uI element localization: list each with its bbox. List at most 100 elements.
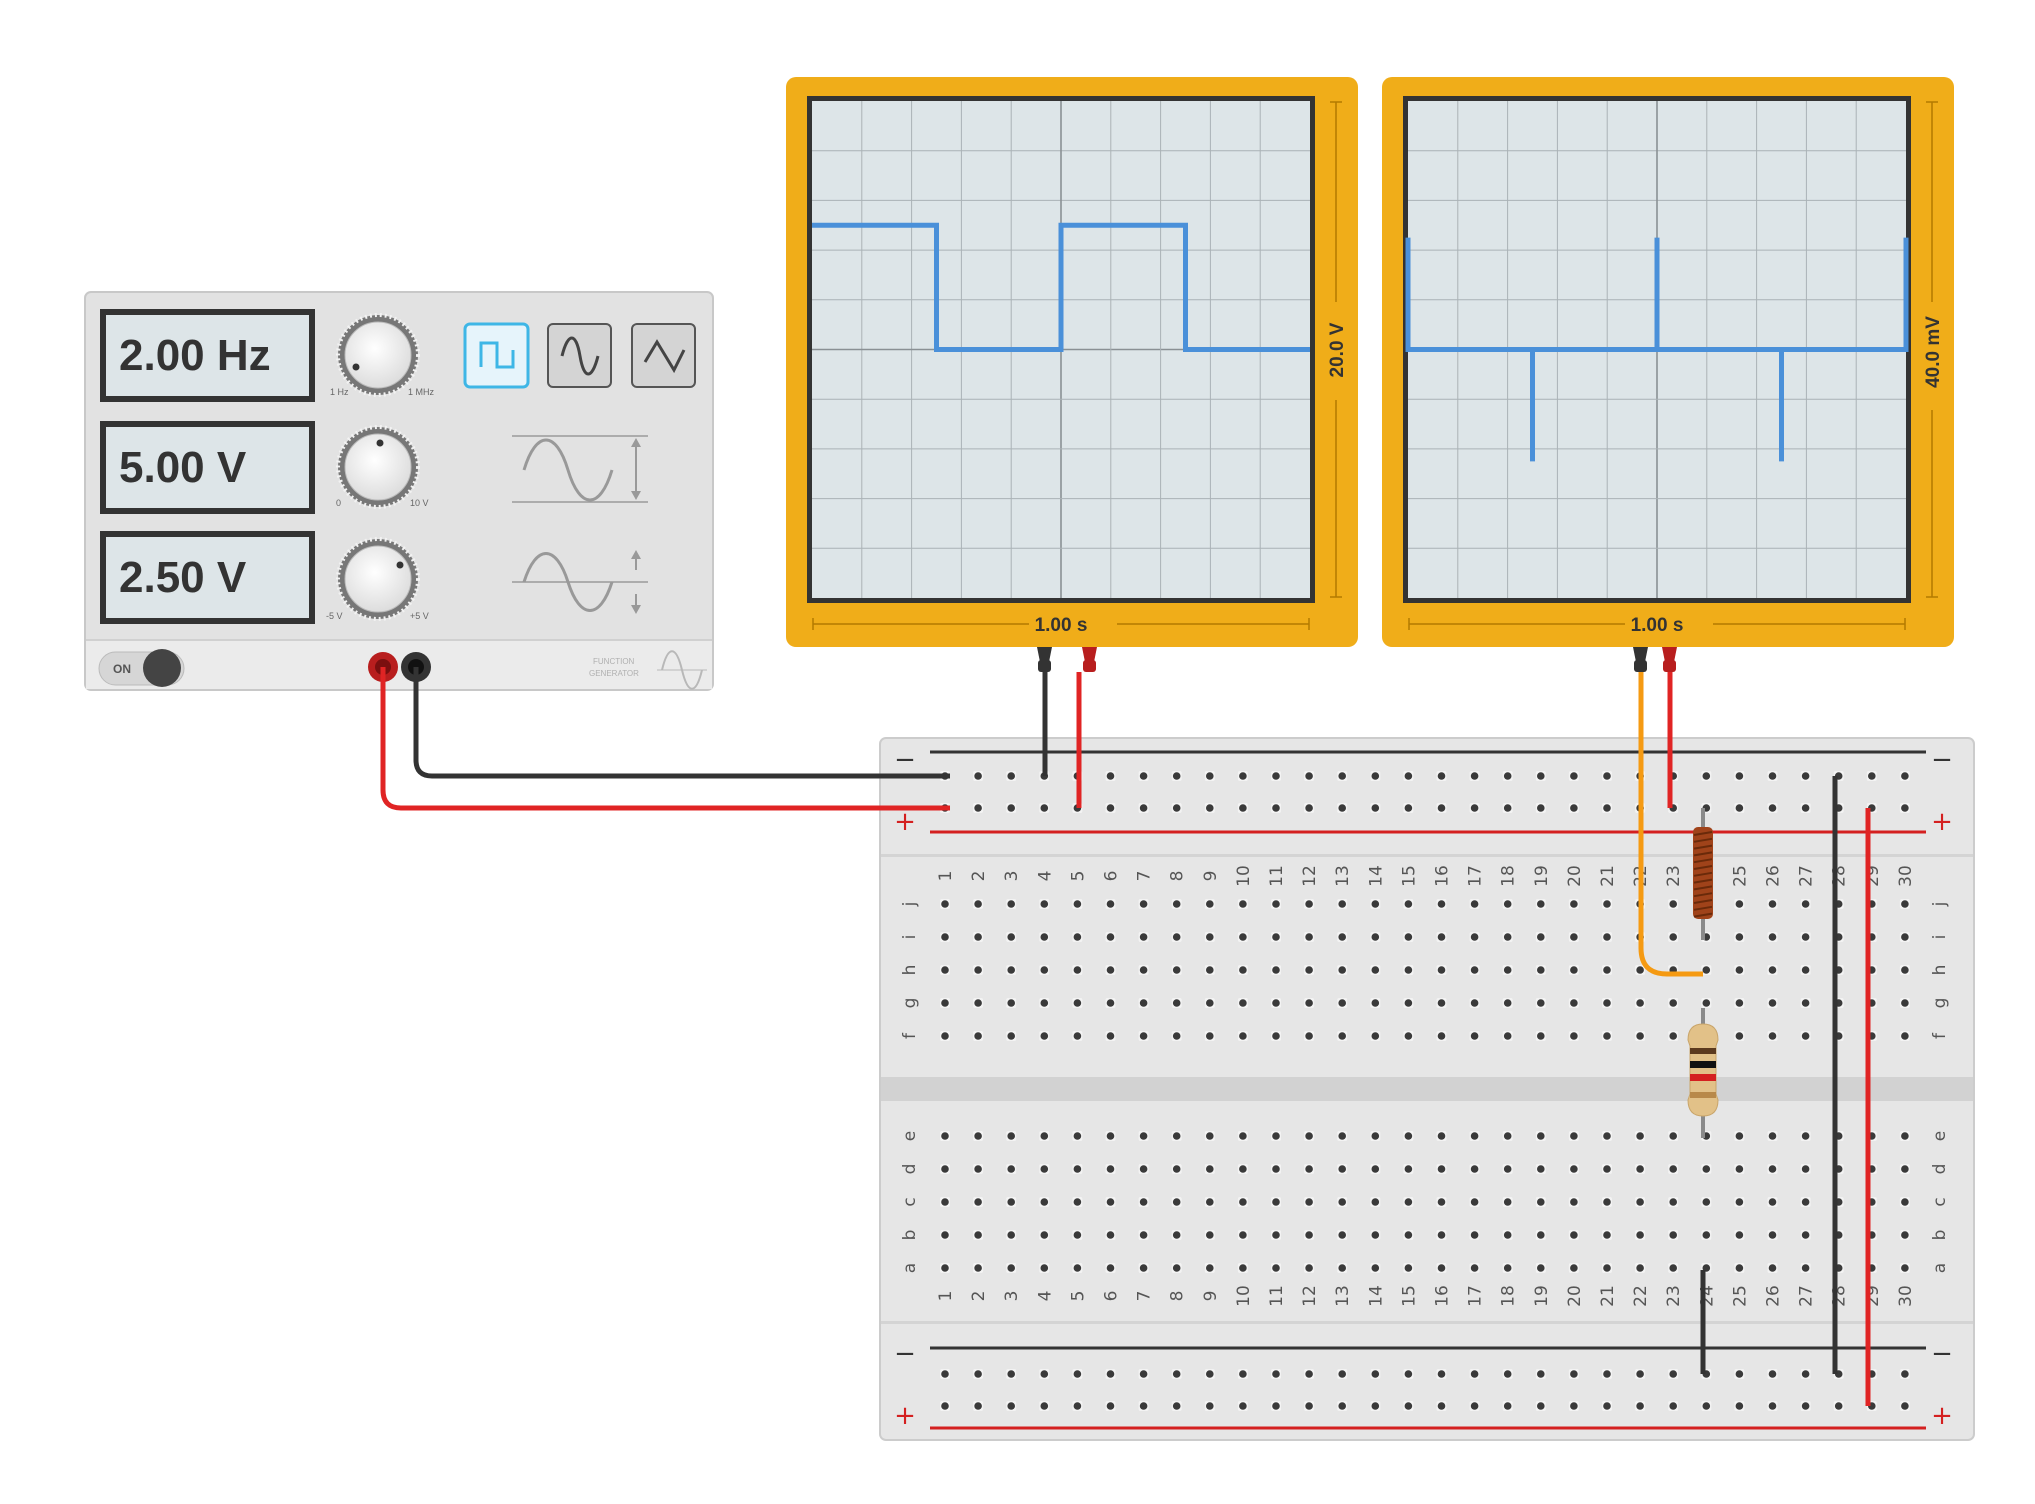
- breadboard-hole-contact: [1073, 900, 1082, 908]
- scope-2-red-probe[interactable]: [1662, 647, 1677, 672]
- column-number: 14: [1366, 1285, 1386, 1307]
- scope-2-black-probe[interactable]: [1633, 647, 1648, 672]
- triangle-wave-button[interactable]: [631, 323, 696, 388]
- generator-red-wire[interactable]: [380, 667, 950, 811]
- breadboard-hole-contact: [1272, 772, 1280, 780]
- column-number: 15: [1399, 865, 1419, 887]
- rail-plus-sign: +: [1931, 807, 1953, 837]
- breadboard-hole-contact: [1768, 1165, 1777, 1173]
- breadboard-hole-contact: [1040, 804, 1049, 812]
- frequency-value: 2.00 Hz: [119, 331, 271, 380]
- resistor[interactable]: [1687, 1008, 1719, 1138]
- column-number: 30: [1896, 1285, 1916, 1307]
- breadboard-hole-contact: [1603, 1402, 1611, 1410]
- breadboard-hole-contact: [1669, 1370, 1677, 1378]
- breadboard-hole-contact: [1537, 804, 1545, 812]
- breadboard-hole-contact: [1106, 966, 1115, 974]
- row-letter: g: [900, 998, 920, 1009]
- column-number: 13: [1333, 865, 1353, 887]
- frequency-knob[interactable]: 1 Hz 1 MHz: [330, 313, 435, 397]
- breadboard-hole-contact: [1172, 966, 1181, 974]
- breadboard-hole-contact: [941, 1264, 949, 1272]
- breadboard-hole-contact: [1139, 1132, 1148, 1140]
- breadboard-hole-contact: [1503, 804, 1512, 812]
- breadboard-hole-contact: [1570, 1032, 1578, 1040]
- breadboard-hole-contact: [1603, 999, 1611, 1007]
- breadboard-hole-contact: [1073, 1231, 1082, 1239]
- breadboard-hole-contact: [1636, 966, 1644, 974]
- brand-line-2: GENERATOR: [589, 669, 639, 678]
- breadboard-hole-contact: [1801, 1231, 1810, 1239]
- breadboard-hole-contact: [1305, 1198, 1313, 1206]
- breadboard-hole-contact: [1371, 933, 1380, 941]
- breadboard-hole-contact: [1503, 900, 1512, 908]
- sine-wave-button[interactable]: [547, 323, 612, 388]
- breadboard-hole-contact: [1139, 1264, 1148, 1272]
- breadboard-hole-contact: [1570, 933, 1578, 941]
- breadboard-hole-contact: [1901, 1402, 1909, 1410]
- column-number: 10: [1234, 865, 1254, 887]
- inductor[interactable]: [1693, 808, 1713, 940]
- breadboard-hole-contact: [1570, 1165, 1578, 1173]
- breadboard-hole-contact: [974, 1264, 982, 1272]
- breadboard-hole-contact: [1603, 1165, 1611, 1173]
- breadboard-hole-contact: [1206, 1132, 1214, 1140]
- breadboard-hole-contact: [1007, 1132, 1015, 1140]
- column-number: 1: [936, 871, 956, 882]
- breadboard-hole-contact: [1437, 966, 1446, 974]
- scope-2-orange-wire[interactable]: [1638, 672, 1703, 977]
- row-letter: d: [1930, 1164, 1950, 1175]
- coil-winding: [1693, 912, 1713, 918]
- breadboard-hole-contact: [1106, 1132, 1115, 1140]
- breadboard-hole-contact: [1073, 1198, 1082, 1206]
- breadboard-hole-contact: [1503, 1264, 1512, 1272]
- offset-knob[interactable]: -5 V +5 V: [326, 537, 429, 621]
- amplitude-knob-min-label: 0: [336, 498, 341, 508]
- breadboard-hole-contact: [1801, 999, 1810, 1007]
- breadboard-hole-contact: [1702, 999, 1711, 1007]
- breadboard-hole-contact: [1735, 1198, 1744, 1206]
- breadboard-hole-contact: [1834, 1402, 1843, 1410]
- breadboard-hole-contact: [1239, 999, 1247, 1007]
- breadboard-hole-contact: [1768, 772, 1777, 780]
- breadboard-hole-contact: [1139, 1198, 1148, 1206]
- scope-1-black-probe[interactable]: [1037, 647, 1052, 672]
- breadboard-hole-contact: [1404, 1402, 1413, 1410]
- breadboard-hole-contact: [1073, 933, 1082, 941]
- breadboard-hole-contact: [1139, 772, 1148, 780]
- breadboard-hole-contact: [1073, 999, 1082, 1007]
- row-letter: h: [1930, 965, 1950, 976]
- breadboard-hole-contact: [1437, 804, 1446, 812]
- breadboard-hole-contact: [1371, 772, 1380, 780]
- breadboard-hole-contact: [1040, 999, 1049, 1007]
- sine-wave-icon: [560, 336, 600, 376]
- breadboard-hole-contact: [1537, 999, 1545, 1007]
- generator-black-wire[interactable]: [413, 667, 950, 779]
- row-letter: d: [900, 1164, 920, 1175]
- breadboard-hole-contact: [1040, 1198, 1049, 1206]
- square-wave-button[interactable]: [463, 322, 530, 389]
- breadboard-hole-contact: [974, 804, 982, 812]
- breadboard-hole-contact: [1106, 1165, 1115, 1173]
- breadboard-hole-contact: [1768, 1264, 1777, 1272]
- breadboard-hole-contact: [1570, 1198, 1578, 1206]
- breadboard-hole-contact: [974, 900, 982, 908]
- coil-winding: [1693, 865, 1713, 870]
- breadboard-hole-contact: [1801, 933, 1810, 941]
- breadboard-hole-contact: [1636, 1032, 1644, 1040]
- breadboard-hole-contact: [1537, 772, 1545, 780]
- rail-minus-sign: −: [894, 745, 916, 775]
- breadboard-hole-contact: [1338, 1032, 1346, 1040]
- breadboard-hole-contact: [1206, 1370, 1214, 1378]
- column-number: 18: [1499, 865, 1519, 887]
- column-number: 25: [1730, 1285, 1750, 1307]
- breadboard-hole-contact: [1636, 1370, 1644, 1378]
- scope-1-red-probe[interactable]: [1082, 647, 1097, 672]
- rail-plus-sign: +: [894, 807, 916, 837]
- power-toggle[interactable]: ON: [98, 649, 185, 687]
- breadboard-hole-contact: [1139, 804, 1148, 812]
- amplitude-knob[interactable]: 0 10 V: [336, 425, 429, 509]
- breadboard-hole-contact: [1305, 1032, 1313, 1040]
- column-number: 19: [1532, 865, 1552, 887]
- breadboard-hole-contact: [1172, 999, 1181, 1007]
